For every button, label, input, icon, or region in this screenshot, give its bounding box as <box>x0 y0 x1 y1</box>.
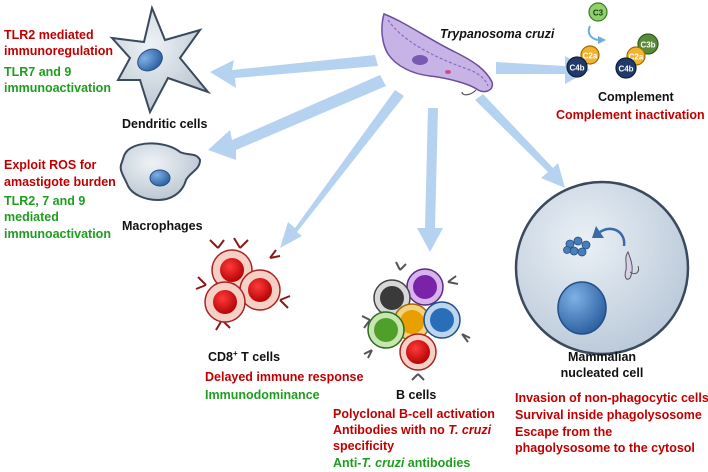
bcells-effect-4: Anti-T. cruzi antibodies <box>333 456 470 472</box>
arrow-to-mammalian <box>475 94 565 188</box>
bcells-effect-2-pre: Antibodies with no <box>333 423 449 437</box>
bcells-effect-2-italic: T. cruzi <box>448 423 492 437</box>
trypanosoma-icon <box>381 13 494 96</box>
macrophage-icon <box>119 142 202 202</box>
mammalian-effect-3: Escape from the <box>515 425 613 439</box>
macrophages-effect-4: mediated <box>4 210 59 224</box>
macrophages-effect-3: TLR2, 7 and 9 <box>4 194 86 208</box>
cd8-effect-1: Delayed immune response <box>205 370 364 384</box>
dendritic-effect-1: TLR2 mediated <box>4 28 94 42</box>
macrophages-effect-2: amastigote burden <box>4 175 116 189</box>
complement-molecules-icon: C3 C2a C4b C3b C2a C4b <box>566 2 659 79</box>
mammalian-label-1: Mammalian <box>567 350 637 364</box>
macrophages-effect-1: Exploit ROS for <box>4 158 97 172</box>
cd8-t-cells-icon <box>195 237 291 331</box>
complement-c4b-label-1: C4b <box>569 64 584 73</box>
complement-effect-1: Complement inactivation <box>556 108 705 122</box>
arrow-to-cd8 <box>280 90 404 248</box>
dendritic-label: Dendritic cells <box>122 117 208 131</box>
mammalian-cell-icon <box>514 180 690 356</box>
complement-c2a-label-1: C2a <box>583 52 598 61</box>
macrophages-label: Macrophages <box>122 219 203 233</box>
dendritic-effect-4: immunoactivation <box>4 81 111 95</box>
mammalian-effect-1: Invasion of non-phagocytic cells <box>515 391 708 405</box>
complement-label: Complement <box>598 90 674 104</box>
complement-c3b-label: C3b <box>640 41 655 50</box>
cd8-effect-2: Immunodominance <box>205 388 320 402</box>
complement-c2a-label-2: C2a <box>629 53 644 62</box>
complement-c3-label: C3 <box>593 9 604 18</box>
arrow-to-bcells <box>417 108 443 252</box>
arrow-to-dendritic <box>210 55 378 88</box>
macrophages-effect-5: immunoactivation <box>4 227 111 241</box>
dendritic-effect-2: immunoregulation <box>4 44 114 58</box>
arrows <box>208 55 590 252</box>
dendritic-effect-3: TLR7 and 9 <box>4 65 72 79</box>
complement-c4b-label-2: C4b <box>618 65 633 74</box>
cd8-label-main: CD8 <box>208 350 234 365</box>
mammalian-effect-2: Survival inside phagolysosome <box>515 408 702 422</box>
cd8-label: CD8+ T cells <box>208 346 280 366</box>
bcells-effect-4-italic: T. cruzi <box>361 456 405 470</box>
dendritic-cell-icon <box>109 4 212 115</box>
bcells-effect-4-pre: Anti- <box>333 456 362 470</box>
arrow-to-complement <box>496 56 590 84</box>
mammalian-label-2: nucleated cell <box>560 366 644 380</box>
bcells-effect-3: specificity <box>333 439 395 453</box>
bcells-effect-4-post: antibodies <box>404 456 471 470</box>
arrow-to-macrophages <box>208 75 386 160</box>
cd8-label-tail: T cells <box>237 350 281 365</box>
mammalian-effect-4: phagolysosome to the cytosol <box>515 441 695 455</box>
bcells-effect-2: Antibodies with no T. cruzi <box>333 423 491 439</box>
organism-label: Trypanosoma cruzi <box>440 27 555 41</box>
cd8-label-sup: + <box>233 349 238 358</box>
b-cells-icon <box>361 261 471 381</box>
bcells-label: B cells <box>396 388 437 402</box>
bcells-effect-1: Polyclonal B-cell activation <box>333 407 495 421</box>
